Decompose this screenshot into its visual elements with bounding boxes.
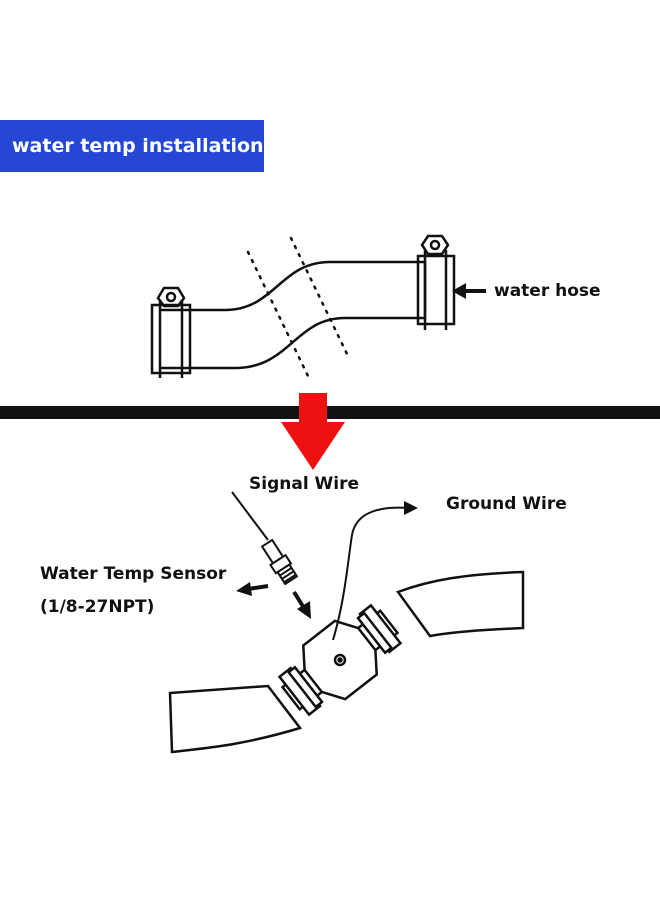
- sensor-thread-label: (1/8-27NPT): [40, 597, 155, 617]
- cut-line-right: [289, 236, 350, 358]
- sensor-label-arrow: [236, 582, 269, 596]
- sensor-name-label: Water Temp Sensor: [40, 564, 227, 584]
- ground-wire-label: Ground Wire: [446, 494, 567, 514]
- left-cut-hose: [168, 684, 303, 754]
- signal-wire-label: Signal Wire: [249, 474, 360, 494]
- water-hose-label: water hose: [494, 281, 601, 301]
- water-temp-sensor: [260, 538, 299, 586]
- title-banner: water temp installation: [0, 120, 264, 172]
- right-hose-clamp: [416, 234, 456, 330]
- left-hose-clamp: [150, 286, 192, 378]
- signal-wire: [231, 491, 269, 541]
- temp-sensor-adapter: [277, 603, 403, 717]
- title-text: water temp installation: [12, 135, 264, 157]
- water-hose-arrow: [452, 283, 486, 299]
- water-hose-assembly: [150, 234, 456, 378]
- section-divider: [0, 406, 660, 419]
- ground-wire: [332, 506, 409, 641]
- water-hose: [160, 260, 427, 370]
- right-cut-hose: [396, 570, 525, 638]
- insert-sensor-arrow: [292, 590, 311, 619]
- red-down-arrow-icon: [281, 393, 345, 470]
- ground-wire-arrow-icon: [404, 501, 418, 515]
